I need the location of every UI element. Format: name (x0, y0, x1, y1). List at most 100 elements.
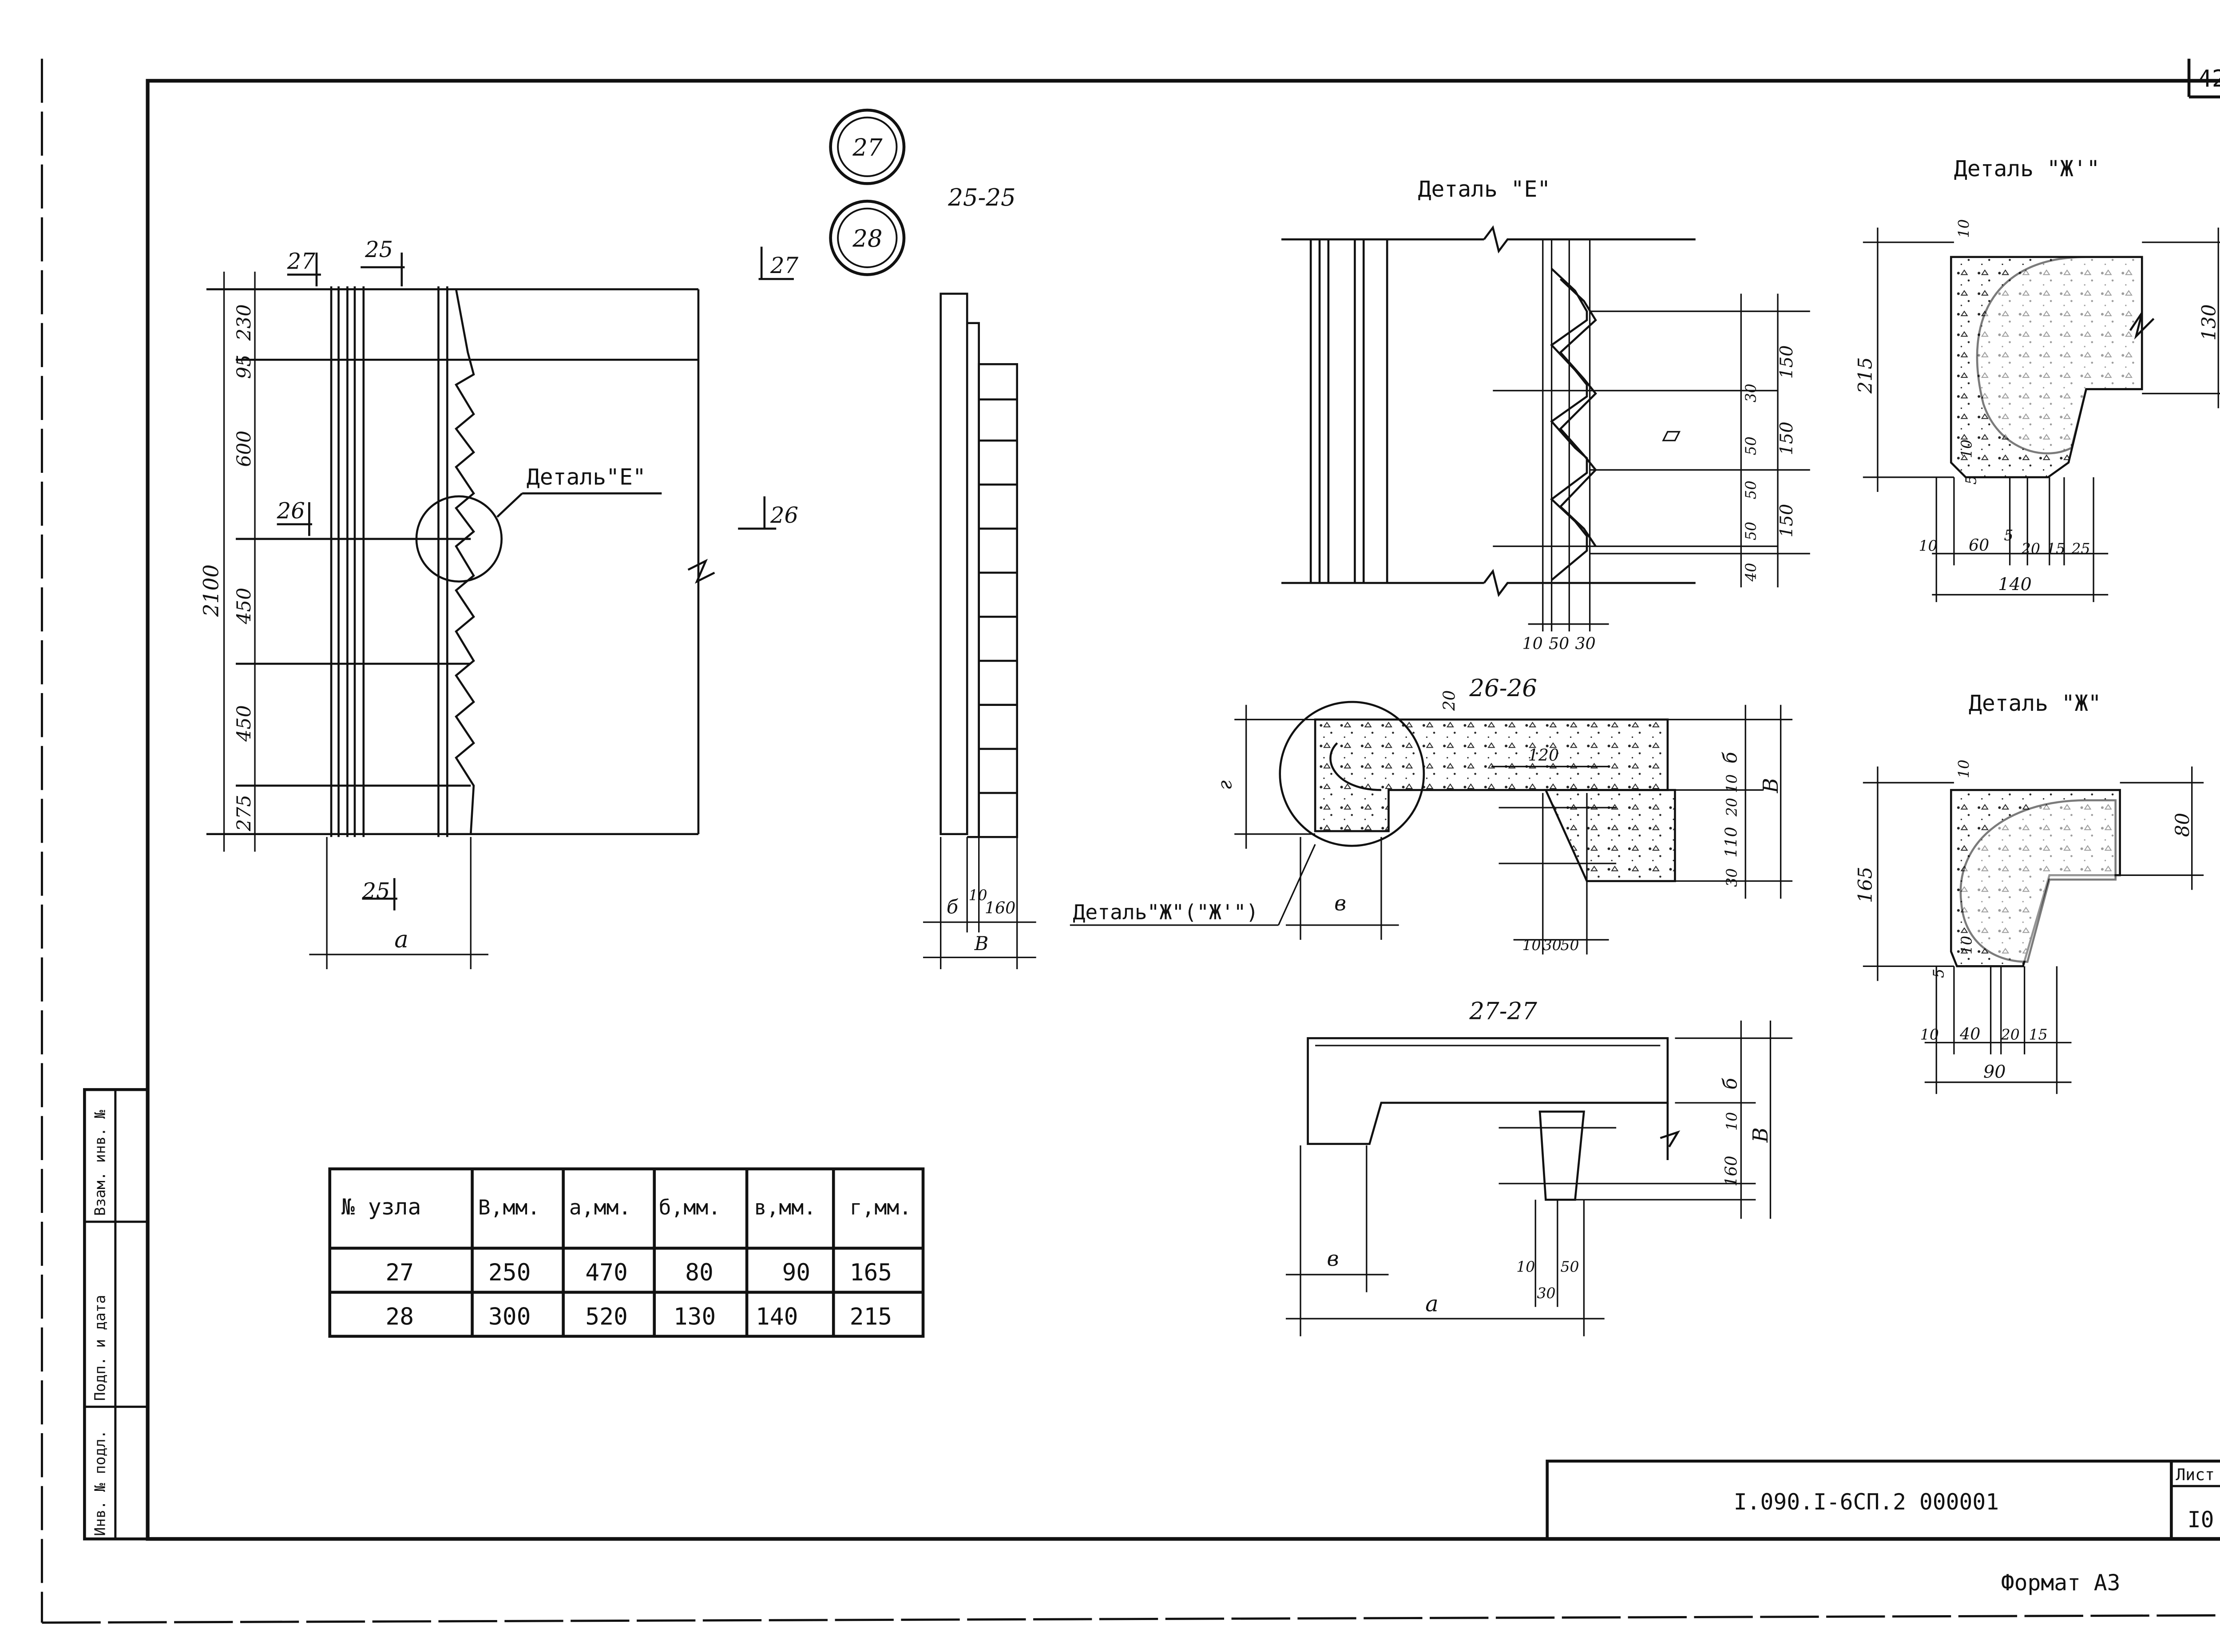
cut-mark-25-top: 25 (365, 237, 393, 262)
table-header-b: б,мм. (659, 1195, 721, 1219)
detail-e-dim-40: 40 (1742, 563, 1759, 582)
sheet-label: Лист (2176, 1465, 2215, 1484)
detail-zh-dim-40: 40 (1959, 1025, 1980, 1044)
section-27-dim-160: 160 (1721, 1156, 1740, 1186)
node-dimensions-table (328, 1167, 925, 1338)
detail-zh-prime-dim-10-side: 10 (1958, 440, 1975, 458)
section-27-dim-v: в (1327, 1247, 1339, 1271)
detail-zh-dim-5: 5 (1930, 969, 1947, 978)
section-27-title: 27-27 (1469, 998, 1537, 1025)
node-mark-27: 27 (829, 108, 906, 185)
dim-95: 95 (233, 355, 255, 379)
section-26-dim-20-top: 20 (1439, 690, 1459, 711)
detail-zh-prime-dim-5: 5 (1962, 475, 1979, 484)
table-cell-r1-B: 300 (488, 1303, 531, 1330)
section-27-dim-30: 30 (1537, 1284, 1556, 1302)
detail-e-dim-10: 10 (1522, 634, 1542, 653)
detail-e-title: Деталь "Е" (1418, 176, 1551, 202)
detail-zh-prime-dim-140: 140 (1998, 574, 2032, 595)
detail-zh-prime-dim-10-bottom: 10 (1919, 537, 1938, 554)
section-27-dim-B: В (1748, 1127, 1772, 1143)
dim-600: 600 (233, 431, 255, 467)
section-26-dim-B: В (1759, 778, 1783, 793)
table-header-v: в,мм. (754, 1195, 816, 1219)
section-26-callout: Деталь"Ж"("Ж'") (1073, 900, 1258, 924)
table-cell-r1-g: 215 (850, 1303, 892, 1330)
section-25-title: 25-25 (947, 184, 1016, 211)
doc-code: I.090.I-6СП.2 000001 (1734, 1489, 1999, 1515)
detail-zh-prime-dim-215: 215 (1855, 357, 1877, 394)
detail-zh-dim-15: 15 (2029, 1026, 2048, 1043)
dim-275: 275 (233, 795, 255, 832)
sheet-number: I0 (2188, 1507, 2214, 1533)
dim-a-elevation: a (394, 926, 408, 953)
node-mark-27-label: 27 (852, 135, 883, 162)
wall-panel-elevation (206, 246, 794, 969)
detail-e-callout: Деталь"Е" (527, 464, 646, 490)
detail-e-dim-50: 50 (1549, 634, 1569, 653)
section-25-dim-160: 160 (985, 898, 1015, 917)
detail-zh-dim-10-top: 10 (1955, 760, 1972, 778)
cut-mark-26-right: 26 (770, 502, 798, 528)
section-27-dim-10b: 10 (1516, 1258, 1535, 1275)
section-26-title: 26-26 (1469, 675, 1537, 702)
cut-mark-27-right: 27 (770, 253, 799, 278)
table-cell-r1-b: 130 (674, 1303, 716, 1330)
cut-mark-27-left: 27 (287, 248, 316, 274)
stamp-inv-orig: Инв. № подл. (91, 1430, 109, 1536)
detail-e-dim-150-1: 150 (1776, 345, 1797, 379)
stamp-sign-date: Подп. и дата (91, 1295, 109, 1401)
section-25-dim-b-small: б (947, 896, 959, 918)
detail-e-dim-150-3: 150 (1776, 504, 1797, 538)
table-cell-r0-a: 470 (585, 1259, 628, 1286)
detail-zh-prime-dim-15: 15 (2046, 540, 2065, 557)
section-26-dim-110: 110 (1721, 827, 1740, 857)
dim-450-lower: 450 (233, 705, 255, 742)
detail-zh-prime-dim-130: 130 (2198, 304, 2220, 341)
section-26-dim-v: в (1334, 891, 1346, 915)
detail-e-dim-50-3: 50 (1742, 522, 1759, 540)
detail-e-dim-30: 30 (1742, 384, 1759, 402)
page-number: 42 (2198, 65, 2220, 92)
detail-zh-dim-80: 80 (2172, 813, 2194, 837)
table-header-g: г,мм. (850, 1195, 912, 1219)
detail-zh-prime-dim-60: 60 (1969, 535, 1989, 555)
section-25-25 (923, 293, 1036, 969)
detail-zh-prime-dim-10-top: 10 (1955, 219, 1972, 238)
section-26-dim-50: 50 (1560, 936, 1579, 954)
detail-e-dim-50-2: 50 (1742, 480, 1759, 499)
sheet-frame (40, 59, 2220, 1624)
dim-230: 230 (233, 304, 255, 341)
detail-zh-title: Деталь "Ж" (1969, 690, 2101, 716)
detail-zh-dim-10-side: 10 (1958, 936, 1975, 955)
table-cell-r0-v: 90 (782, 1259, 810, 1286)
detail-zh-prime-title: Деталь "Ж'" (1954, 156, 2100, 182)
dim-2100: 2100 (199, 564, 223, 617)
section-27-27 (1285, 1020, 1793, 1336)
cut-mark-25-bottom: 25 (361, 878, 390, 904)
detail-zh-prime-dim-25: 25 (2071, 540, 2090, 557)
section-27-dim-10: 10 (1723, 1112, 1740, 1131)
section-26-dim-120: 120 (1528, 745, 1559, 765)
table-cell-r1-v: 140 (756, 1303, 798, 1330)
table-header-a: а,мм. (569, 1195, 631, 1219)
section-26-dim-g: г (1214, 780, 1237, 790)
dim-450-upper: 450 (233, 588, 255, 625)
detail-e-dim-30b: 30 (1575, 634, 1596, 653)
table-cell-r1-node: 28 (385, 1303, 414, 1330)
detail-e-drawing (1281, 225, 1810, 632)
section-26-dim-30b: 30 (1543, 936, 1562, 954)
section-26-dim-10: 10 (1723, 774, 1740, 793)
detail-zh-prime-dim-20: 20 (2021, 540, 2040, 557)
cut-mark-26-left: 26 (277, 498, 305, 524)
detail-zh-dim-10-bottom: 10 (1920, 1026, 1939, 1043)
section-26-dim-b-small: б (1719, 752, 1741, 764)
detail-zh-drawing (1863, 766, 2204, 1094)
detail-e-dim-50-1: 50 (1742, 436, 1759, 455)
table-cell-r0-B: 250 (488, 1259, 531, 1286)
table-cell-r0-b: 80 (685, 1259, 714, 1286)
stamp-inv-subst: Взам. инв. № (91, 1110, 109, 1216)
section-27-dim-a: a (1425, 1291, 1439, 1317)
detail-e-dim-150-2: 150 (1776, 422, 1797, 456)
detail-zh-dim-20: 20 (2001, 1026, 2020, 1043)
